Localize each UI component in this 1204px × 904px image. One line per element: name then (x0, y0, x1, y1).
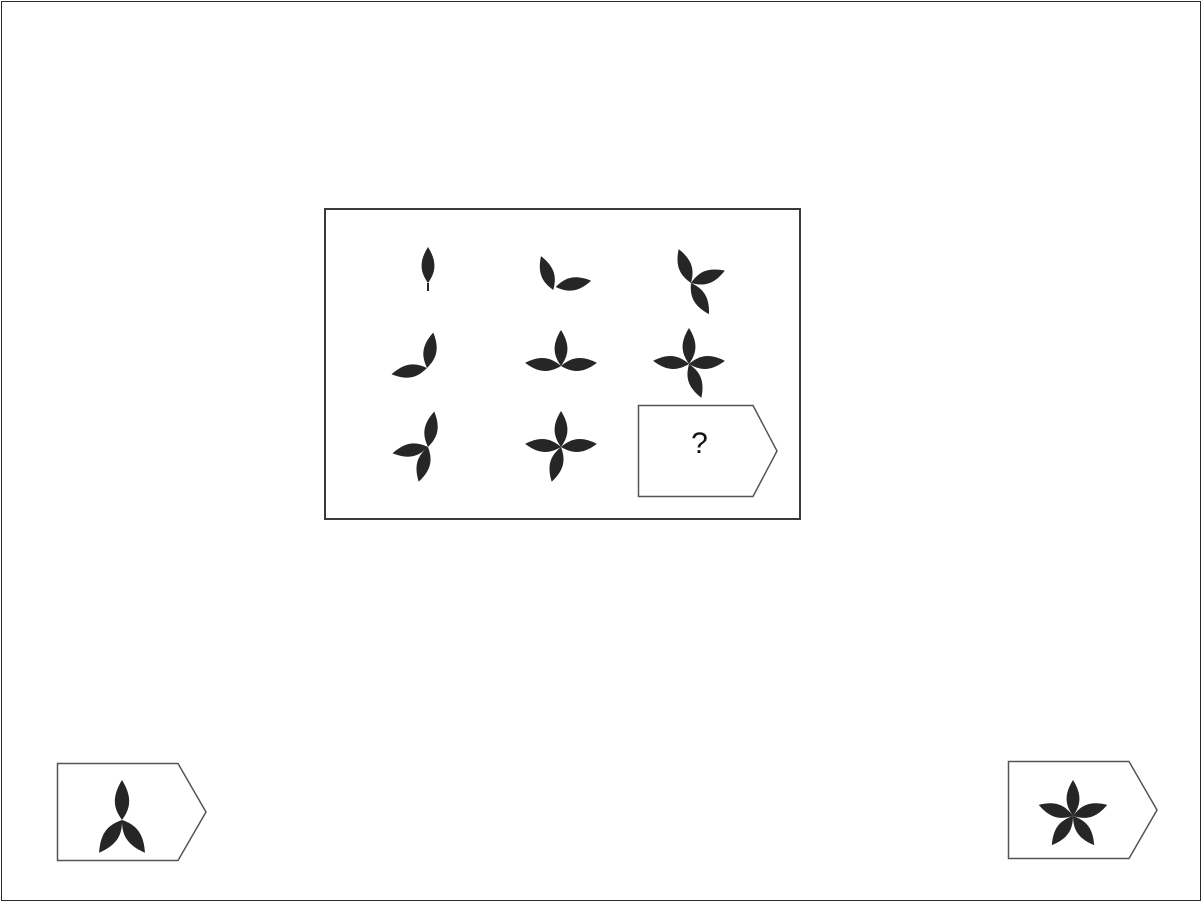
petal-shape (423, 332, 437, 368)
flower-3-petals-icon (99, 780, 145, 853)
petal-shape (554, 330, 568, 366)
petal-shape (554, 411, 568, 447)
question-mark: ? (691, 427, 708, 460)
puzzle-matrix: ? (324, 208, 801, 520)
petal-shape (690, 283, 710, 315)
petal-shape (561, 358, 597, 371)
petal-shape (1073, 803, 1108, 818)
petal-shape (687, 364, 703, 398)
petal-shape (421, 247, 435, 283)
petal-shape (691, 269, 725, 285)
petal-shape (682, 328, 696, 364)
petal-shape (1066, 780, 1080, 816)
petal-shape (525, 439, 561, 452)
petal-shape (555, 277, 592, 291)
petal-shape (1051, 816, 1073, 846)
flower-5-petals-icon (1038, 780, 1108, 846)
petal-shape (539, 256, 555, 291)
petal-shape (525, 358, 561, 371)
petal-shape (121, 820, 145, 853)
petal-shape (99, 820, 123, 853)
flower-2-petals-icon (374, 315, 464, 405)
petal-shape (392, 443, 428, 457)
petal-shape (1038, 803, 1073, 818)
petal-shape (416, 447, 431, 482)
petal-shape (689, 356, 725, 369)
petal-shape (424, 411, 438, 447)
flower-3-petals-icon (646, 238, 736, 328)
petal-shape (653, 356, 689, 369)
flower-3-petals-icon (516, 315, 606, 405)
petal-shape (1073, 816, 1095, 846)
petal-shape (549, 447, 564, 482)
petal-shape (561, 439, 597, 452)
flower-4-petals-icon (644, 315, 734, 405)
flower-3-petals-icon (379, 400, 469, 490)
petal-shape (391, 364, 427, 378)
petal-shape (677, 249, 693, 283)
flower-2-petals-icon (510, 238, 600, 328)
petal-shape (114, 780, 130, 820)
missing-answer-slot: ? (637, 404, 782, 498)
choice-three-petals[interactable] (56, 762, 208, 862)
choice-five-petals[interactable] (1007, 760, 1159, 860)
flower-4-petals-icon (516, 400, 606, 490)
flower-1-petal-icon (383, 238, 473, 328)
